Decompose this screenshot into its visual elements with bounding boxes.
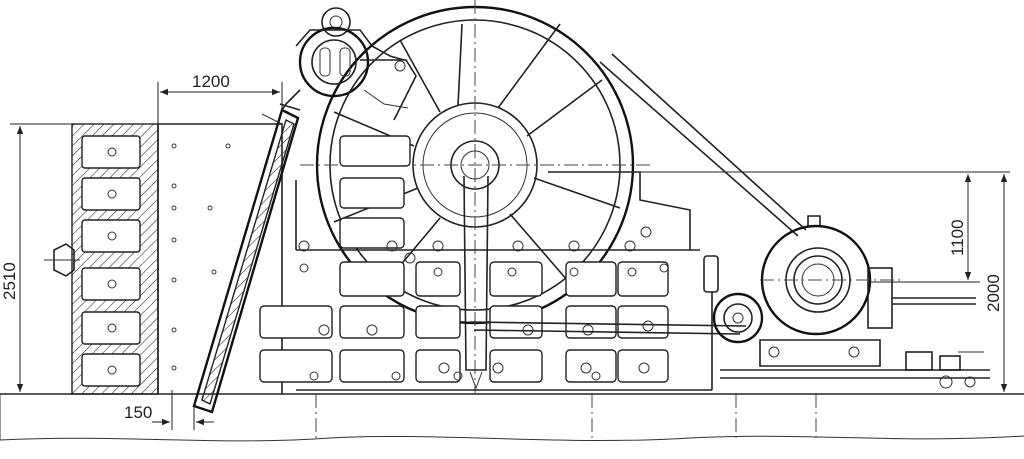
dimension-2000-label: 2000 [984, 274, 1003, 312]
pitman [463, 175, 489, 390]
drive-belt [469, 53, 807, 335]
dimension-2000: 2000 [980, 171, 1010, 395]
rail-fittings [905, 351, 984, 389]
frame-side-wall [44, 123, 159, 395]
dimension-1100-label: 1100 [948, 219, 967, 256]
dimension-1200-label: 1200 [192, 72, 230, 91]
dimension-150: 150 [124, 390, 214, 430]
foundation [0, 393, 1024, 442]
dimension-1100: 1100 [640, 171, 980, 283]
dimension-1200: 1200 [157, 72, 283, 124]
top-drive [281, 7, 417, 121]
jaw-plate [192, 103, 301, 414]
belt-tensioner [703, 255, 764, 390]
dimension-150-label: 150 [124, 403, 152, 422]
dimension-2510: 2510 [0, 123, 80, 395]
flywheel [300, 0, 650, 394]
motor [720, 215, 990, 379]
center-lines [315, 394, 817, 440]
dimension-2510-label: 2510 [0, 262, 19, 300]
